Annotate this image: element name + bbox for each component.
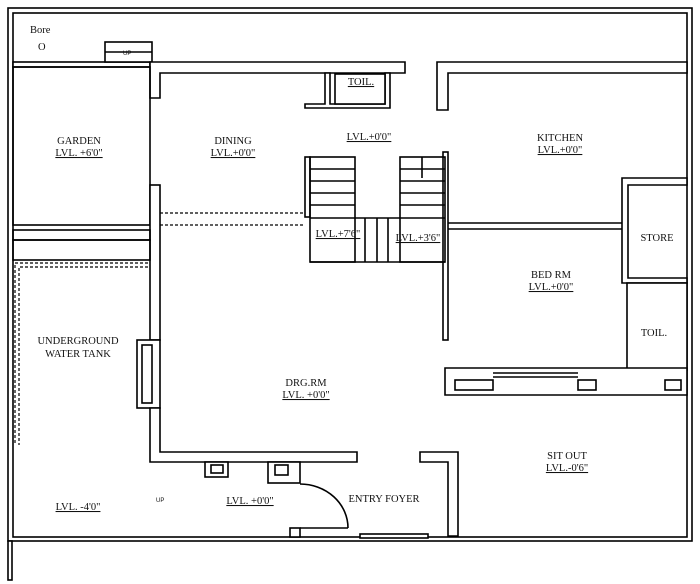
garden-level: LVL. +6'0" — [55, 148, 102, 159]
bore-label: Bore — [30, 25, 51, 36]
kitchen-level: LVL.+0'0" — [538, 145, 583, 156]
toilet-top-room — [334, 73, 386, 105]
sit-out-level: LVL.-0'6" — [546, 463, 588, 474]
toilet-right-name: TOIL. — [641, 328, 667, 339]
water-tank-name-2: WATER TANK — [45, 349, 111, 360]
toilet-right-walls — [626, 282, 688, 371]
drawing-left-wall — [149, 184, 161, 341]
entry-foyer-name: ENTRY FOYER — [348, 494, 419, 505]
stair-up-label: UP — [123, 51, 131, 57]
store-walls — [621, 177, 688, 284]
bore-symbol: O — [38, 42, 46, 53]
stair-up-label: UP — [156, 498, 164, 504]
tank-wall — [12, 229, 151, 241]
toilet-top-name: TOIL. — [348, 77, 374, 88]
kitchen-name: KITCHEN — [537, 133, 583, 144]
dining-level: LVL.+0'0" — [211, 148, 256, 159]
sitout-left-wall — [419, 451, 459, 537]
garden-name: GARDEN — [57, 136, 101, 147]
lower-left-level: LVL. -4'0" — [56, 502, 101, 513]
bedroom-name: BED RM — [531, 270, 572, 281]
entry-threshold — [359, 533, 429, 539]
drawing-bottom-wall — [149, 407, 358, 463]
staircase — [304, 156, 446, 263]
stair-landing-left-level: LVL.+7'6" — [316, 229, 361, 240]
boundary-stub — [7, 540, 13, 581]
bedroom-level: LVL.+0'0" — [529, 282, 574, 293]
stair-landing-right-level: LVL.+3'6" — [396, 233, 441, 244]
drawing-room-name: DRG.RM — [285, 378, 327, 389]
outer-boundary-wall — [7, 7, 693, 542]
sit-out-name: SIT OUT — [547, 451, 587, 462]
window — [454, 379, 494, 391]
kitchen-top-wall — [436, 61, 688, 111]
entry-door-swing — [299, 483, 349, 529]
water-tank-name-1: UNDERGROUND — [37, 336, 119, 347]
toilet-walls — [304, 72, 391, 109]
bedroom-bottom-wall — [444, 367, 688, 396]
passage-level: LVL.+0'0" — [347, 132, 392, 143]
dining-name: DINING — [214, 136, 252, 147]
store-name: STORE — [640, 233, 673, 244]
inner-boundary-wall — [12, 12, 688, 538]
porch-level: LVL. +0'0" — [226, 496, 273, 507]
garden-area — [12, 66, 151, 226]
tank-outline — [14, 262, 148, 445]
drawing-room-level: LVL. +0'0" — [282, 390, 329, 401]
